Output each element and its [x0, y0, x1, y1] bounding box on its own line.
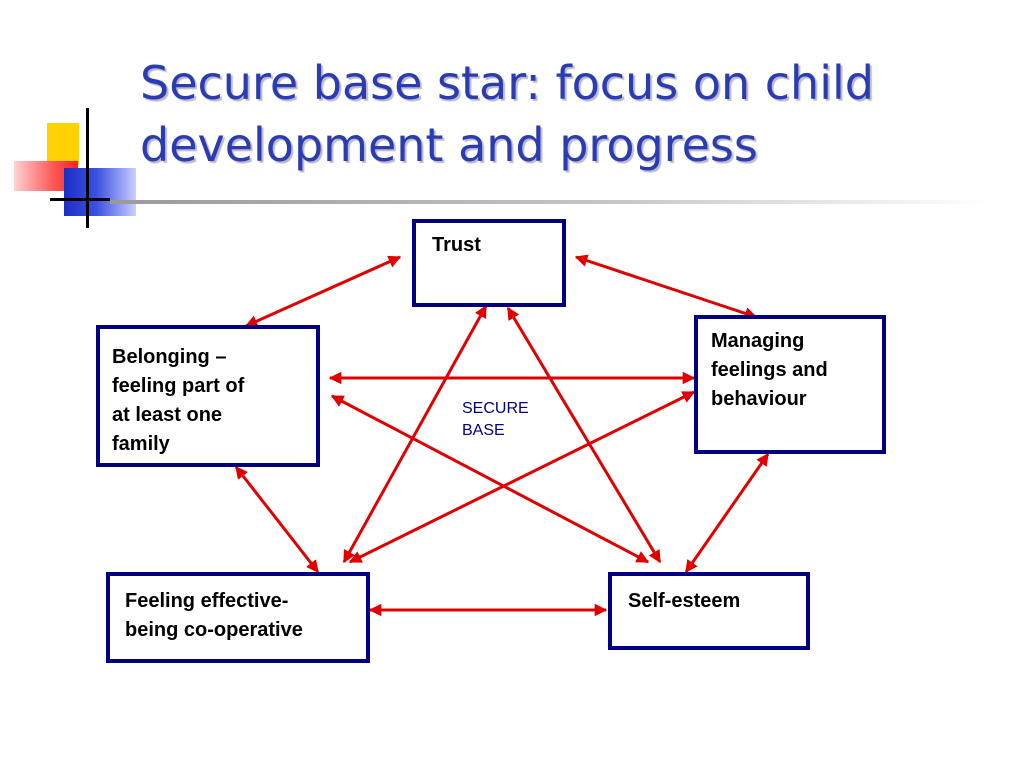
node-trust: Trust	[412, 219, 566, 307]
node-effective-line-2: being co-operative	[125, 619, 303, 641]
node-selfesteem-line-1: Self-esteem	[628, 590, 741, 612]
title-line-2: development and progress	[140, 118, 758, 172]
decor-vertical-line	[86, 108, 89, 228]
node-belonging-line-2: feeling part of	[112, 375, 245, 397]
title-line-1: Secure base star: focus on child	[140, 56, 874, 110]
node-belonging: Belonging – feeling part of at least one…	[96, 325, 320, 467]
node-managing-line-3: behaviour	[711, 388, 807, 410]
arrow-trust-belonging	[244, 255, 402, 328]
node-self-esteem: Self-esteem	[608, 572, 810, 650]
node-belonging-line-1: Belonging –	[112, 346, 227, 368]
node-managing-line-1: Managing	[711, 330, 805, 352]
node-feeling-effective: Feeling effective- being co-operative	[106, 572, 370, 663]
title-underline-rule	[110, 200, 990, 204]
secure-base-line-2: BASE	[462, 422, 505, 439]
node-managing-line-2: feelings and	[711, 359, 828, 381]
node-trust-line-1: Trust	[432, 234, 481, 256]
secure-base-line-1: SECURE	[462, 400, 529, 417]
node-belonging-line-4: family	[112, 433, 170, 455]
secure-base-label: SECURE BASE	[462, 398, 552, 442]
decor-yellow-square	[47, 123, 79, 165]
node-managing-feelings: Managing feelings and behaviour	[694, 315, 886, 454]
arrow-managing-selfesteem	[684, 452, 770, 574]
arrow-managing-effective	[348, 390, 696, 564]
arrow-trust-managing	[574, 254, 758, 320]
decor-horizontal-line	[50, 198, 110, 201]
slide-title: Secure base star: focus on child develop…	[140, 52, 1000, 176]
arrow-belonging-effective	[234, 466, 320, 573]
node-belonging-line-3: at least one	[112, 404, 223, 426]
decor-blue-square	[64, 168, 136, 216]
node-effective-line-1: Feeling effective-	[125, 590, 289, 612]
